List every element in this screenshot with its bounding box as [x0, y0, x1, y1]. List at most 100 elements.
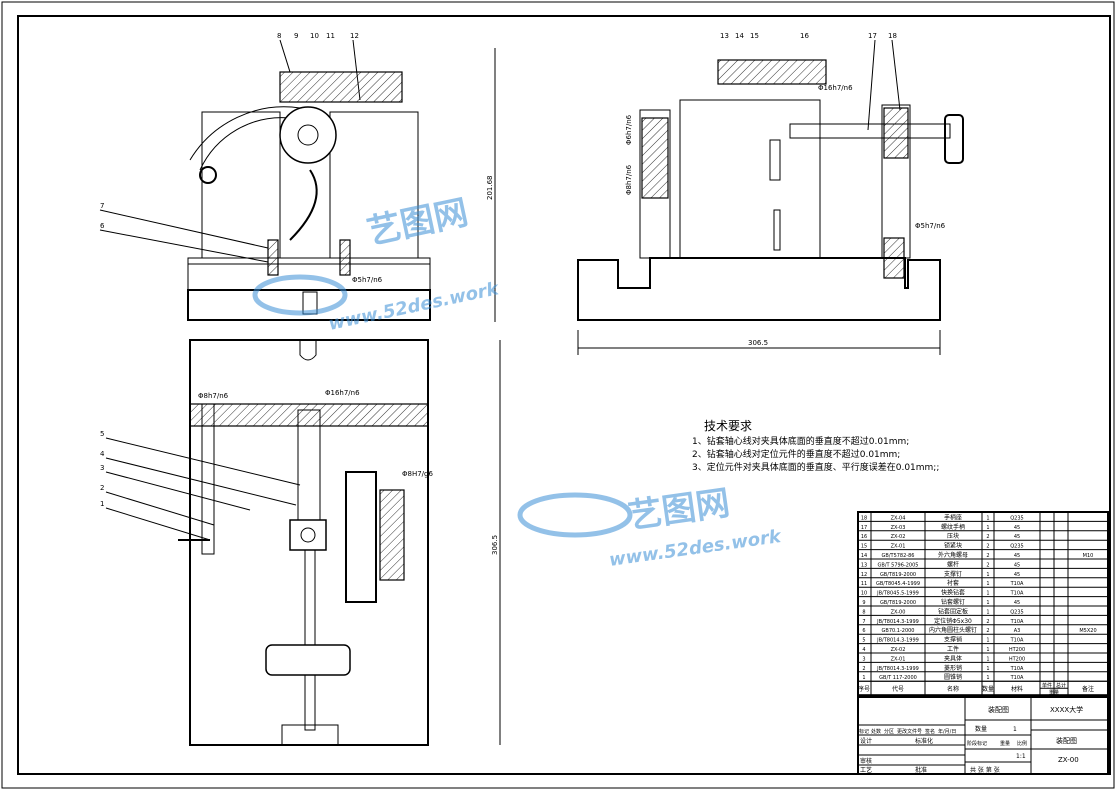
bom-cell: ZX-03: [891, 525, 906, 531]
bom-cell: 10: [861, 591, 867, 597]
tb-code: ZX-00: [1058, 756, 1079, 764]
dim-width: 306.5: [748, 339, 768, 347]
bom-header: 名称: [947, 685, 959, 693]
bom-cell: 2: [986, 534, 989, 540]
bom-cell: 2: [986, 544, 989, 550]
top-view: 306.5 Φ8h7/n6 Φ16h7/n6 Φ8H7/g6 5 4 3 2 1: [100, 339, 501, 746]
inner-border: [17, 15, 1111, 775]
bom-cell: GB/T8045.4-1999: [876, 581, 920, 587]
callout: 16: [800, 32, 809, 40]
bom-cell: 定位销Φ5x30: [934, 617, 972, 625]
dim-height: 201.68: [486, 176, 494, 201]
bom-cell: 支撑销: [944, 636, 962, 644]
bom-cell: 45: [1014, 525, 1020, 531]
front-callouts: 8 9 10 11 12 7 6: [99, 32, 361, 263]
fit-label: Φ6h7/n6: [625, 114, 633, 145]
bom-cell: ZX-01: [891, 544, 906, 550]
bom-cell: GB/T 5796-2005: [878, 562, 919, 568]
title-block: 装配图 XXXX大学 标记 处数 分区 更改文件号 签名 年/月/日 设计 标准…: [857, 696, 1109, 775]
bom-header: 材料: [1011, 685, 1023, 693]
bom-cell: 1: [986, 638, 989, 644]
bom-cell: 17: [861, 525, 867, 531]
tb-name: 装配图: [988, 705, 1009, 714]
bom-cell: 快换钻套: [941, 589, 965, 597]
callout: 5: [100, 430, 104, 438]
callout: 10: [310, 32, 319, 40]
bom-cell: M5X20: [1079, 628, 1096, 634]
tb-scale: 1:1: [1016, 753, 1026, 760]
bom-cell: 1: [986, 656, 989, 662]
tb-label: 分区: [884, 728, 894, 735]
callout: 1: [100, 500, 104, 508]
bom-cell: GB/T5782-86: [882, 553, 915, 559]
bom-cell: GB70.1-2000: [882, 628, 915, 634]
bom-cell: Q235: [1010, 544, 1023, 550]
bom-cell: 6: [862, 628, 865, 634]
bom-cell: 1: [986, 581, 989, 587]
bom-cell: JB/T8014.3-1999: [876, 619, 919, 625]
bom-cell: 钻套固定板: [938, 607, 968, 615]
side-view: 306.5 13 14 15 16 17 18 Φ6h7/n6 Φ16h7/n6…: [577, 32, 964, 355]
bom-cell: 8: [862, 609, 865, 615]
bom-header: 备注: [1082, 685, 1094, 693]
bom-cell: GB/T819-2000: [880, 572, 916, 578]
callout: 17: [868, 32, 877, 40]
bom-cell: 2: [986, 628, 989, 634]
tb-scale-label: 比例: [1017, 740, 1027, 747]
bom-cell: 5: [862, 638, 865, 644]
callout: 13: [720, 32, 729, 40]
bom-cell: 15: [861, 544, 867, 550]
tech-heading: 技术要求: [704, 419, 752, 433]
bom-cell: GB/T 117-2000: [879, 675, 917, 681]
bom-cell: 45: [1014, 600, 1020, 606]
tech-item: 2、钻套轴心线对定位元件的垂直度不超过0.01mm;: [692, 448, 900, 460]
bom-cell: 钻套螺钉: [941, 598, 965, 606]
bom-cell: 16: [861, 534, 867, 540]
bom-cell: 内六角圆柱头螺钉: [929, 626, 977, 634]
bom-cell: GB/T819-2000: [880, 600, 916, 606]
callout: 11: [326, 32, 335, 40]
bom-cell: Q235: [1010, 609, 1023, 615]
bom-cell: A3: [1014, 628, 1021, 634]
tb-review: 审核: [860, 757, 872, 765]
bom-cell: ZX-02: [891, 534, 906, 540]
bom-cell: 11: [861, 581, 867, 587]
technical-requirements: 技术要求 1、钻套轴心线对夹具体底面的垂直度不超过0.01mm; 2、钻套轴心线…: [692, 419, 939, 473]
fit-label: Φ16h7/n6: [818, 84, 853, 92]
tb-name2: 装配图: [1056, 736, 1077, 745]
watermark-url: www.52des.work: [327, 278, 502, 335]
bom-cell: 压块: [947, 532, 959, 540]
bom-cell: HT200: [1009, 647, 1025, 653]
tb-sheets: 共 张 第 张: [970, 766, 1000, 774]
bom-cell: T10A: [1010, 581, 1024, 587]
bom-cell: 衬套: [947, 579, 959, 587]
bom-cell: 圆锥销: [944, 673, 962, 681]
bom-header: 单件: [1042, 682, 1052, 689]
bom-cell: 菱形销: [944, 664, 962, 672]
bom-cell: 1: [986, 525, 989, 531]
bom-cell: Q235: [1010, 515, 1023, 521]
bom-cell: 45: [1014, 534, 1020, 540]
bom-cell: T10A: [1010, 591, 1024, 597]
bom-cell: T10A: [1010, 638, 1024, 644]
bom-cell: 12: [861, 572, 867, 578]
tb-label: 处数: [871, 728, 881, 735]
bom-cell: 工件: [947, 645, 959, 653]
tb-label: 签名: [925, 728, 935, 735]
bom-cell: JB/T8014.3-1999: [876, 666, 919, 672]
bom-cell: ZX-00: [891, 609, 906, 615]
bom-cell: 1: [986, 572, 989, 578]
bom-cell: 1: [986, 609, 989, 615]
fit-label: Φ5h7/n6: [352, 276, 383, 284]
callout: 7: [100, 202, 104, 210]
bom-cell: 外六角螺母: [938, 551, 968, 559]
bom-cell: T10A: [1010, 619, 1024, 625]
bom-cell: ZX-01: [891, 656, 906, 662]
bom-cell: 锁紧块: [944, 542, 962, 550]
tb-label: 更改文件号: [897, 728, 922, 735]
tb-label: 年/月/日: [938, 728, 956, 735]
bom-cell: 13: [861, 562, 867, 568]
callout: 15: [750, 32, 759, 40]
bom-cell: 2: [862, 666, 865, 672]
bom-cell: 支撑钉: [944, 570, 962, 578]
